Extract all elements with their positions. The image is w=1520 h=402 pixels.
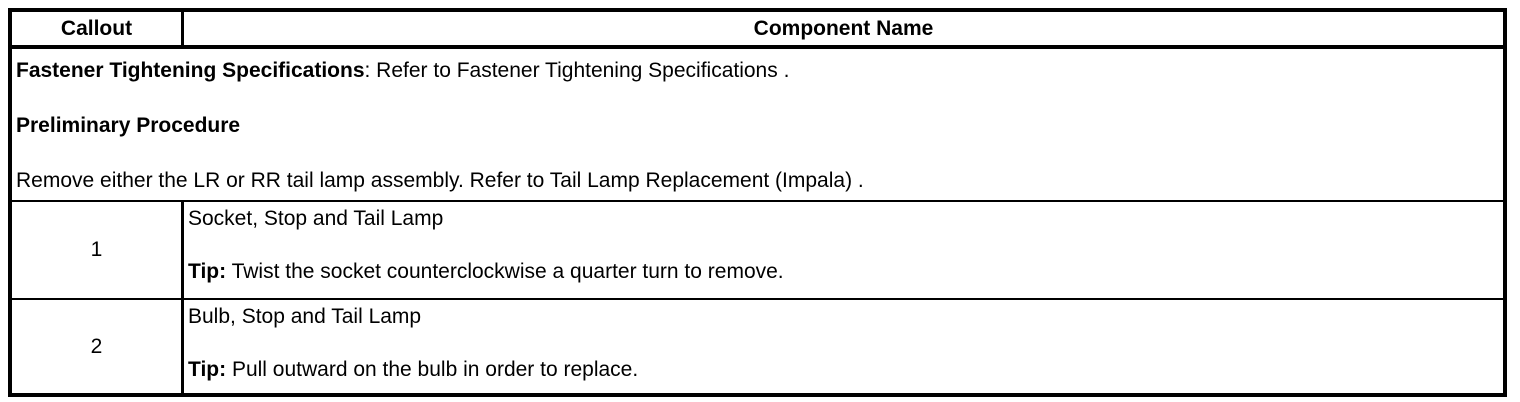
component-cell: Socket, Stop and Tail Lamp Tip: Twist th… [184, 202, 1503, 298]
component-cell: Bulb, Stop and Tail Lamp Tip: Pull outwa… [184, 300, 1503, 393]
callout-number: 1 [90, 238, 103, 261]
component-name-text: Socket, Stop and Tail Lamp [188, 207, 444, 230]
preliminary-procedure-heading: Preliminary Procedure [16, 114, 241, 137]
tip-text: Twist the socket counterclockwise a quar… [226, 260, 784, 283]
tip-line: Tip: Pull outward on the bulb in order t… [188, 359, 1497, 381]
table-header-row: Callout Component Name [12, 12, 1503, 49]
tip-text: Pull outward on the bulb in order to rep… [226, 358, 639, 381]
preamble-row: Fastener Tightening Specifications: Refe… [12, 49, 1503, 202]
callout-cell: 1 [12, 202, 184, 298]
component-name-text: Bulb, Stop and Tail Lamp [188, 305, 422, 328]
table-row: 1 Socket, Stop and Tail Lamp Tip: Twist … [12, 202, 1503, 300]
fastener-spec-bold-label: Fastener Tightening Specifications [16, 59, 365, 82]
remove-instruction-line: Remove either the LR or RR tail lamp ass… [16, 169, 864, 192]
header-cell-component-name: Component Name [184, 12, 1503, 45]
header-cell-callout: Callout [12, 12, 184, 45]
component-callout-table: Callout Component Name Fastener Tighteni… [8, 8, 1507, 397]
component-name-header-label: Component Name [753, 16, 934, 40]
tip-label: Tip: [188, 358, 227, 381]
tip-line: Tip: Twist the socket counterclockwise a… [188, 261, 1497, 283]
table-row: 2 Bulb, Stop and Tail Lamp Tip: Pull out… [12, 300, 1503, 393]
callout-cell: 2 [12, 300, 184, 393]
fastener-spec-line: Fastener Tightening Specifications: Refe… [16, 60, 1497, 82]
tip-label: Tip: [188, 260, 227, 283]
callout-number: 2 [90, 334, 103, 358]
fastener-spec-reference-text: : Refer to Fastener Tightening Specifica… [364, 59, 790, 82]
callout-header-label: Callout [60, 16, 133, 40]
